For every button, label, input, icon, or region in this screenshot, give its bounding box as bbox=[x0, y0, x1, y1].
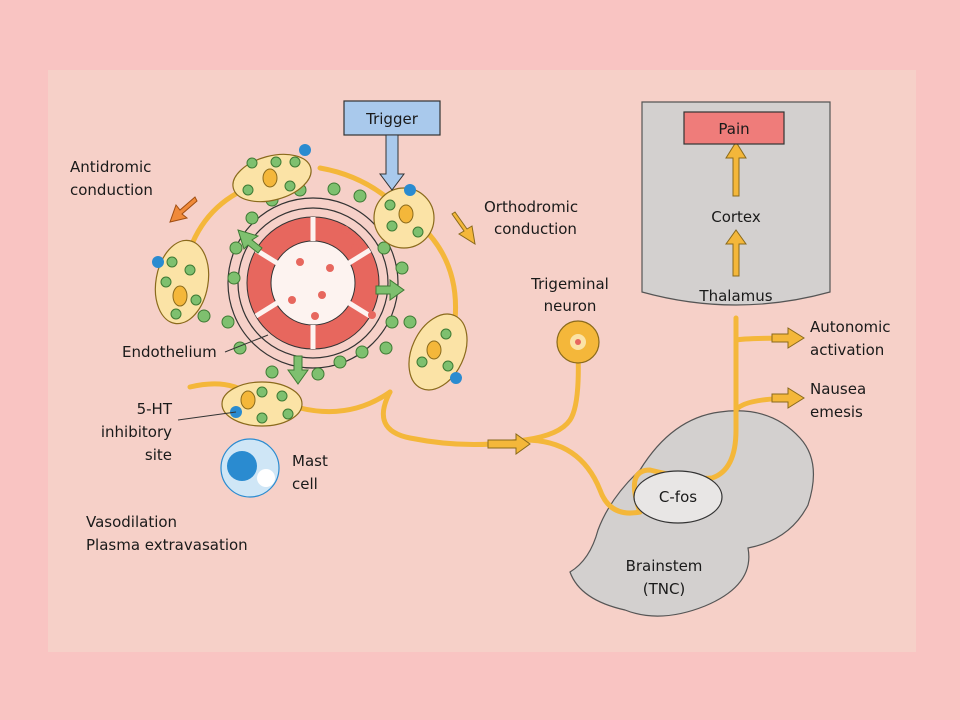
antidromic-label-line2: conduction bbox=[70, 181, 153, 199]
autonomic-label-line2: activation bbox=[810, 341, 884, 359]
cortex-to-pain-arrow bbox=[725, 141, 747, 197]
released-vesicles bbox=[197, 182, 429, 381]
cortex-region bbox=[641, 101, 831, 306]
nerve-ending-right-bottom bbox=[408, 313, 468, 391]
antidromic-label-line1: Antidromic bbox=[70, 158, 151, 176]
brainstem-label-line2: (TNC) bbox=[643, 580, 686, 598]
orthodromic-arrow bbox=[451, 211, 476, 246]
afferent-arrow bbox=[487, 433, 531, 455]
ht-label-line3: site bbox=[145, 446, 172, 464]
autonomic-arrow bbox=[771, 327, 805, 349]
nausea-label-line2: emesis bbox=[810, 403, 863, 421]
plasma-label: Plasma extravasation bbox=[86, 536, 248, 554]
cortex-label: Cortex bbox=[711, 208, 761, 226]
orthodromic-label-line1: Orthodromic bbox=[484, 198, 578, 216]
ht-label-line1: 5-HT bbox=[137, 400, 173, 418]
autonomic-label-line1: Autonomic bbox=[810, 318, 891, 336]
brainstem-label-line1: Brainstem bbox=[626, 557, 703, 575]
vasodilation-label: Vasodilation bbox=[86, 513, 177, 531]
pain-label: Pain bbox=[718, 120, 749, 138]
endothelium-label: Endothelium bbox=[122, 343, 217, 361]
ht-leader bbox=[177, 411, 237, 421]
trigeminal-neuron bbox=[556, 320, 600, 364]
extravasation-arrows bbox=[237, 229, 405, 385]
nerve-ending-left bbox=[152, 239, 210, 325]
trigger-arrow bbox=[379, 134, 405, 191]
trigger-label: Trigger bbox=[365, 110, 419, 128]
pain-box bbox=[683, 111, 785, 145]
nerve-ending-bottom-left bbox=[221, 381, 303, 427]
mast-label-line2: cell bbox=[292, 475, 318, 493]
mast-cell bbox=[220, 438, 280, 498]
ht-label-line2: inhibitory bbox=[101, 423, 172, 441]
nerve-ending-top bbox=[232, 144, 312, 203]
nerve-ending-right-top bbox=[373, 184, 435, 249]
thalamus-to-cortex-arrow bbox=[725, 229, 747, 277]
antidromic-arrow bbox=[169, 196, 198, 223]
trigeminal-label-line1: Trigeminal bbox=[530, 275, 609, 293]
endothelium-leader bbox=[224, 334, 269, 353]
trigger-box bbox=[343, 100, 441, 136]
thalamus-label: Thalamus bbox=[698, 287, 772, 305]
cfos-ellipse bbox=[633, 470, 723, 524]
cfos-label: C-fos bbox=[659, 488, 697, 506]
nausea-arrow bbox=[771, 387, 805, 409]
nausea-label-line1: Nausea bbox=[810, 380, 866, 398]
orthodromic-label-line2: conduction bbox=[494, 220, 577, 238]
mast-label-line1: Mast bbox=[292, 452, 328, 470]
blood-vessel bbox=[227, 197, 399, 369]
trigeminal-label-line2: neuron bbox=[544, 297, 597, 315]
